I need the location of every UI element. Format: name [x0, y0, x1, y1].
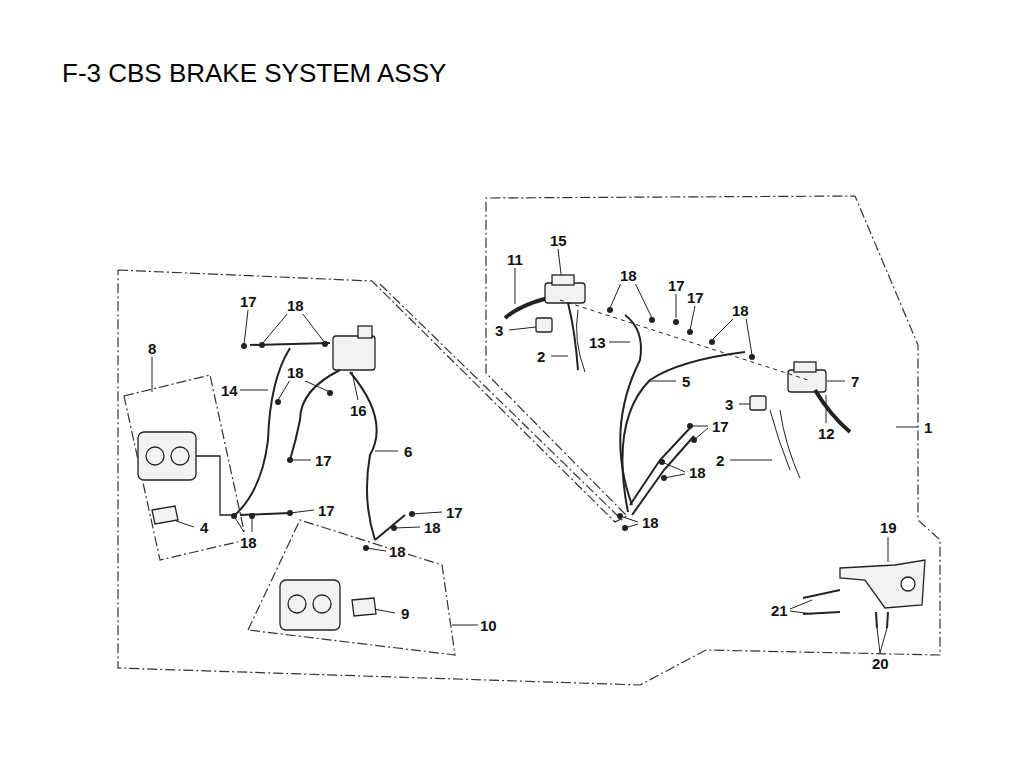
callout-number: 18	[422, 519, 443, 536]
callout-number: 1	[922, 419, 934, 436]
callout-number: 4	[198, 519, 210, 536]
callout-number: 14	[219, 382, 240, 399]
callout-number: 10	[478, 617, 499, 634]
callout-number: 11	[505, 251, 525, 268]
callout-number: 2	[535, 348, 547, 365]
callout-number: 17	[444, 504, 465, 521]
callout-number: 17	[685, 289, 706, 306]
callout-number: 13	[587, 334, 608, 351]
callout-number: 18	[618, 267, 639, 284]
callout-number: 7	[849, 373, 861, 390]
callout-number: 15	[548, 232, 569, 249]
page-title: F-3 CBS BRAKE SYSTEM ASSY	[62, 58, 446, 89]
callout-number: 3	[493, 322, 505, 339]
callout-number: 18	[387, 543, 408, 560]
callout-number: 21	[769, 602, 790, 619]
callout-number: 2	[714, 452, 726, 469]
callout-number: 17	[313, 452, 334, 469]
callout-number: 18	[640, 514, 661, 531]
callout-number: 3	[723, 396, 735, 413]
callout-number: 20	[870, 655, 891, 672]
callout-number: 18	[730, 302, 751, 319]
callout-number: 12	[816, 425, 837, 442]
callout-number: 18	[687, 464, 708, 481]
callout-number: 6	[402, 443, 414, 460]
callout-number: 17	[710, 418, 731, 435]
callout-number: 8	[146, 340, 158, 357]
callout-number: 18	[285, 364, 306, 381]
callout-number: 5	[680, 373, 692, 390]
callout-number: 18	[238, 534, 259, 551]
callout-number: 17	[666, 277, 687, 294]
callout-number: 17	[316, 502, 337, 519]
callout-number: 9	[399, 605, 411, 622]
callout-number: 18	[285, 297, 306, 314]
callout-number: 19	[878, 519, 899, 536]
callout-number: 16	[348, 402, 369, 419]
callout-number: 17	[238, 293, 259, 310]
